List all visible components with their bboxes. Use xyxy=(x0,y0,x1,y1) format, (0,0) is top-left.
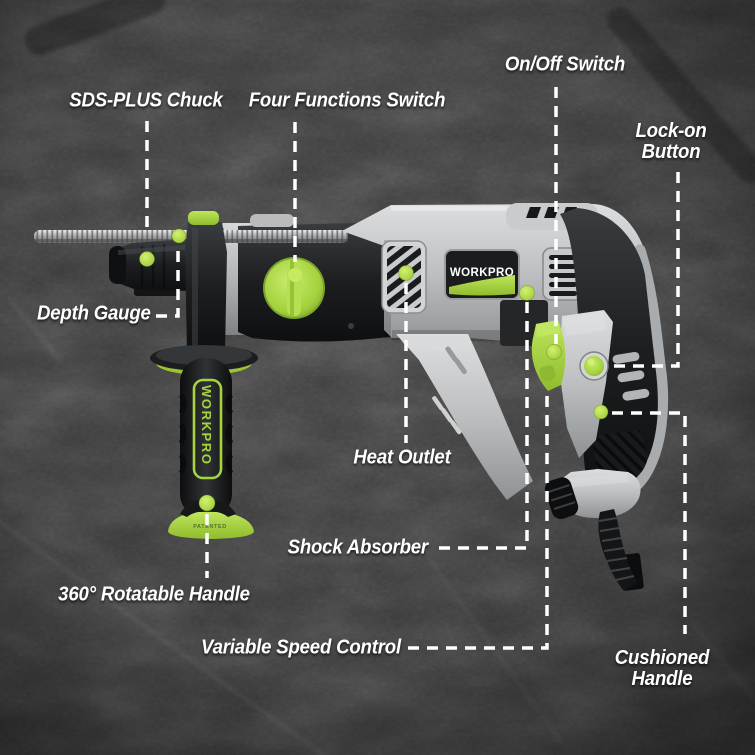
marker-sds-plus-chuck xyxy=(139,251,155,267)
callout-label-four-functions-switch: Four Functions Switch xyxy=(248,89,446,112)
side-handle-logo-text: WORKPRO xyxy=(199,385,214,466)
callout-label-lock-on-button: Lock-on Button xyxy=(635,120,707,163)
callout-label-variable-speed-control: Variable Speed Control xyxy=(201,636,401,659)
side-handle-clamp xyxy=(185,211,227,352)
callout-label-on-off-switch: On/Off Switch xyxy=(504,53,626,76)
lock-on-button xyxy=(579,351,609,381)
handle-base-text: PATENTED xyxy=(193,524,227,530)
marker-depth-gauge xyxy=(171,228,187,244)
leader-shock-absorber xyxy=(434,302,529,550)
leader-depth-gauge xyxy=(156,244,180,318)
leader-lines xyxy=(145,87,687,650)
callout-label-cushioned-handle: Cushioned Handle xyxy=(614,647,710,690)
four-functions-dial xyxy=(263,257,325,319)
callout-markers xyxy=(139,228,609,512)
sds-chuck xyxy=(109,239,190,296)
logo-plate: WORKPRO xyxy=(444,249,520,300)
leader-lock-on-button xyxy=(612,172,680,368)
handle-front-strut xyxy=(396,334,533,500)
callout-label-heat-outlet: Heat Outlet xyxy=(353,446,451,469)
logo-text: WORKPRO xyxy=(450,267,514,279)
leader-variable-speed xyxy=(408,392,549,650)
marker-rotatable-handle xyxy=(198,494,216,512)
strut-collar xyxy=(544,477,579,520)
callout-label-shock-absorber: Shock Absorber xyxy=(287,536,429,559)
rotary-hammer-drill: WORKPRO xyxy=(34,203,669,591)
leader-cushioned-handle xyxy=(612,411,687,634)
marker-on-off-switch xyxy=(546,344,562,360)
marker-heat-outlet xyxy=(398,265,414,281)
marker-shock-absorber xyxy=(519,285,535,301)
marker-cushioned-handle xyxy=(593,404,609,420)
callout-label-sds-plus-chuck: SDS-PLUS Chuck xyxy=(69,89,223,112)
cushion-grip-ribs xyxy=(612,351,650,401)
callout-label-rotatable-handle: 360° Rotatable Handle xyxy=(58,583,250,606)
power-cord xyxy=(598,509,644,591)
callout-label-depth-gauge: Depth Gauge xyxy=(37,302,151,325)
handle-bottom-cap xyxy=(544,469,641,520)
